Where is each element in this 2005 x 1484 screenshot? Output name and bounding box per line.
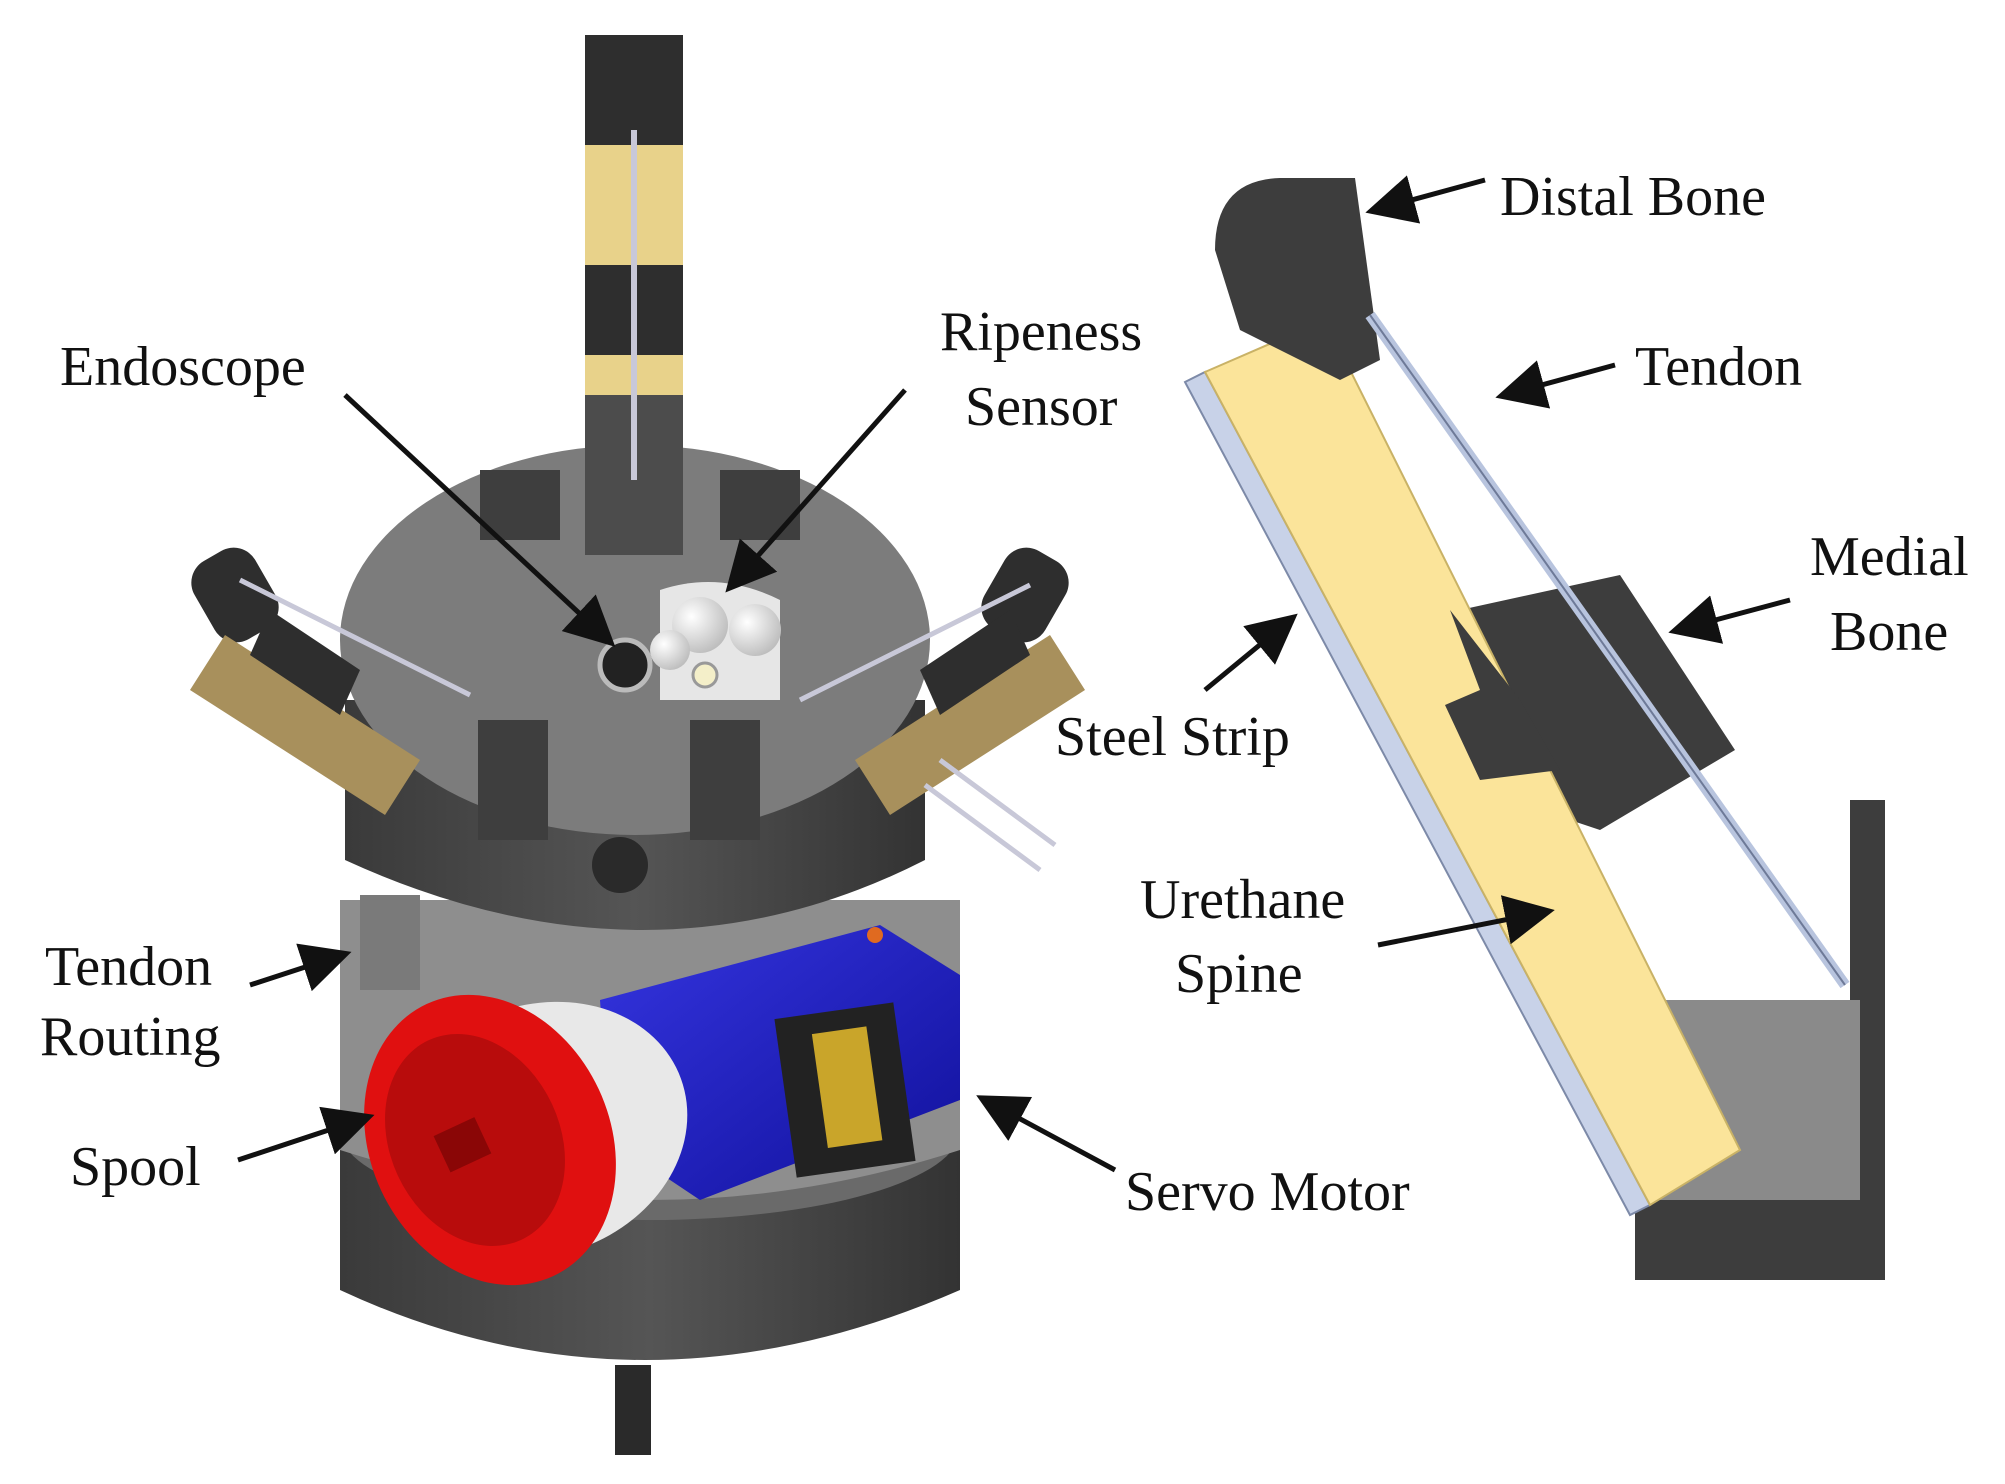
ripeness-led — [691, 661, 719, 689]
arrow-distal-bone — [1365, 175, 1486, 224]
finger-cross-section — [1183, 178, 1885, 1280]
arrow-tendon-routing — [249, 943, 352, 992]
finger-right — [798, 547, 1085, 873]
ripeness-ball-2 — [729, 604, 781, 656]
tendon-routing-block — [360, 895, 420, 990]
label-tendon-routing-line1: Tendon — [45, 936, 212, 998]
base-bracket-floor — [1635, 1200, 1885, 1280]
annotations: Endoscope Ripeness Sensor Tendon Routing… — [40, 166, 1969, 1223]
arrow-tendon — [1495, 360, 1616, 409]
arrow-steel-strip — [1203, 613, 1298, 692]
label-ripeness-line1: Ripeness — [940, 301, 1142, 363]
label-tendon-routing-line2: Routing — [40, 1006, 220, 1068]
endoscope-lens — [597, 637, 653, 693]
label-distal-bone: Distal Bone — [1500, 166, 1766, 228]
arrow-spool — [237, 1106, 375, 1163]
arrow-urethane — [1377, 895, 1555, 948]
label-ripeness-line2: Sensor — [965, 376, 1118, 438]
finger-left — [190, 547, 472, 815]
label-urethane-line2: Spine — [1175, 943, 1303, 1005]
servo-label-inner — [811, 1026, 883, 1148]
label-tendon: Tendon — [1635, 336, 1802, 398]
label-servo-motor: Servo Motor — [1125, 1161, 1410, 1223]
distal-bone — [1215, 178, 1380, 380]
arrow-medial-bone — [1668, 595, 1791, 644]
ripeness-ball-3 — [650, 630, 690, 670]
label-medial-bone-line2: Bone — [1830, 601, 1948, 663]
gripper-assembly — [190, 35, 1085, 1455]
label-medial-bone-line1: Medial — [1810, 526, 1969, 588]
bottom-shaft — [615, 1365, 651, 1455]
label-urethane-line1: Urethane — [1140, 869, 1345, 931]
label-endoscope: Endoscope — [60, 336, 306, 398]
arrow-endoscope — [343, 393, 616, 647]
arrow-servo-motor — [976, 1095, 1117, 1173]
palm-mount-hole — [592, 837, 648, 893]
label-spool: Spool — [70, 1136, 201, 1198]
arrow-ripeness — [725, 388, 907, 593]
label-steel-strip: Steel Strip — [1055, 706, 1290, 768]
spool — [364, 994, 688, 1286]
servo-motor — [600, 925, 960, 1200]
finger-top — [585, 35, 683, 555]
medial-bone-insert — [1445, 610, 1560, 780]
